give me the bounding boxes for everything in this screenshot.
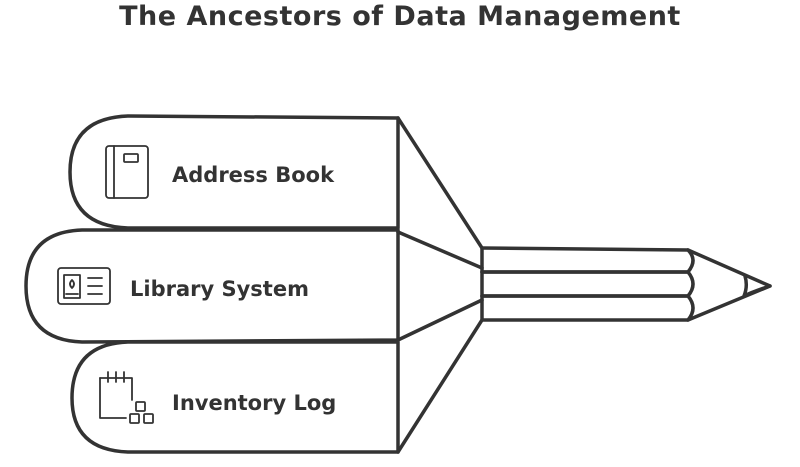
segment-label: Library System <box>130 277 309 301</box>
segment-library-system: Library System <box>24 228 400 344</box>
segment-address-book: Address Book <box>68 114 400 230</box>
diagram-title: The Ancestors of Data Management <box>119 1 681 32</box>
calendar-boxes-icon <box>99 371 154 424</box>
pencil-tip <box>396 116 484 454</box>
pencil-point <box>686 248 772 322</box>
pencil-shaft <box>480 246 695 322</box>
segment-label: Address Book <box>172 163 335 187</box>
address-book-icon <box>105 145 149 199</box>
segment-label: Inventory Log <box>172 391 336 415</box>
id-card-icon <box>57 267 111 305</box>
segment-inventory-log: Inventory Log <box>70 340 400 454</box>
